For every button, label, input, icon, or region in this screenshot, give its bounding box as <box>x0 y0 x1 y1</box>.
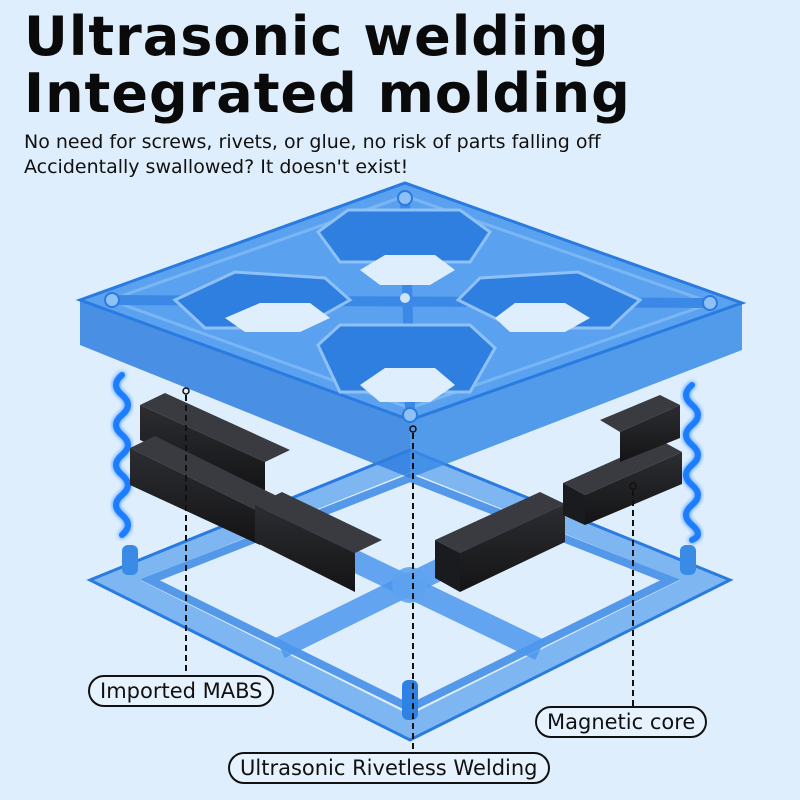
leader-lines <box>182 387 637 753</box>
headline: Ultrasonic welding Integrated molding <box>24 8 631 122</box>
magnetic-cores <box>130 393 682 592</box>
callout-magnetic-core: Magnetic core <box>535 706 708 738</box>
ultrasonic-wave-right <box>683 382 701 543</box>
subtitle: No need for screws, rivets, or glue, no … <box>24 130 601 180</box>
magnet <box>130 436 285 545</box>
top-frame <box>75 181 747 478</box>
magnet <box>435 492 565 592</box>
ultrasonic-wave-left <box>113 372 131 538</box>
subtitle-line-1: No need for screws, rivets, or glue, no … <box>24 131 601 153</box>
headline-line-2: Integrated molding <box>24 62 631 125</box>
callout-imported-mabs: Imported MABS <box>88 675 275 707</box>
callout-ultrasonic-welding: Ultrasonic Rivetless Welding <box>228 752 550 784</box>
magnet <box>600 395 680 462</box>
headline-line-1: Ultrasonic welding <box>24 5 610 68</box>
subtitle-line-2: Accidentally swallowed? It doesn't exist… <box>24 156 409 178</box>
magnet <box>255 492 382 592</box>
magnet <box>140 393 290 492</box>
